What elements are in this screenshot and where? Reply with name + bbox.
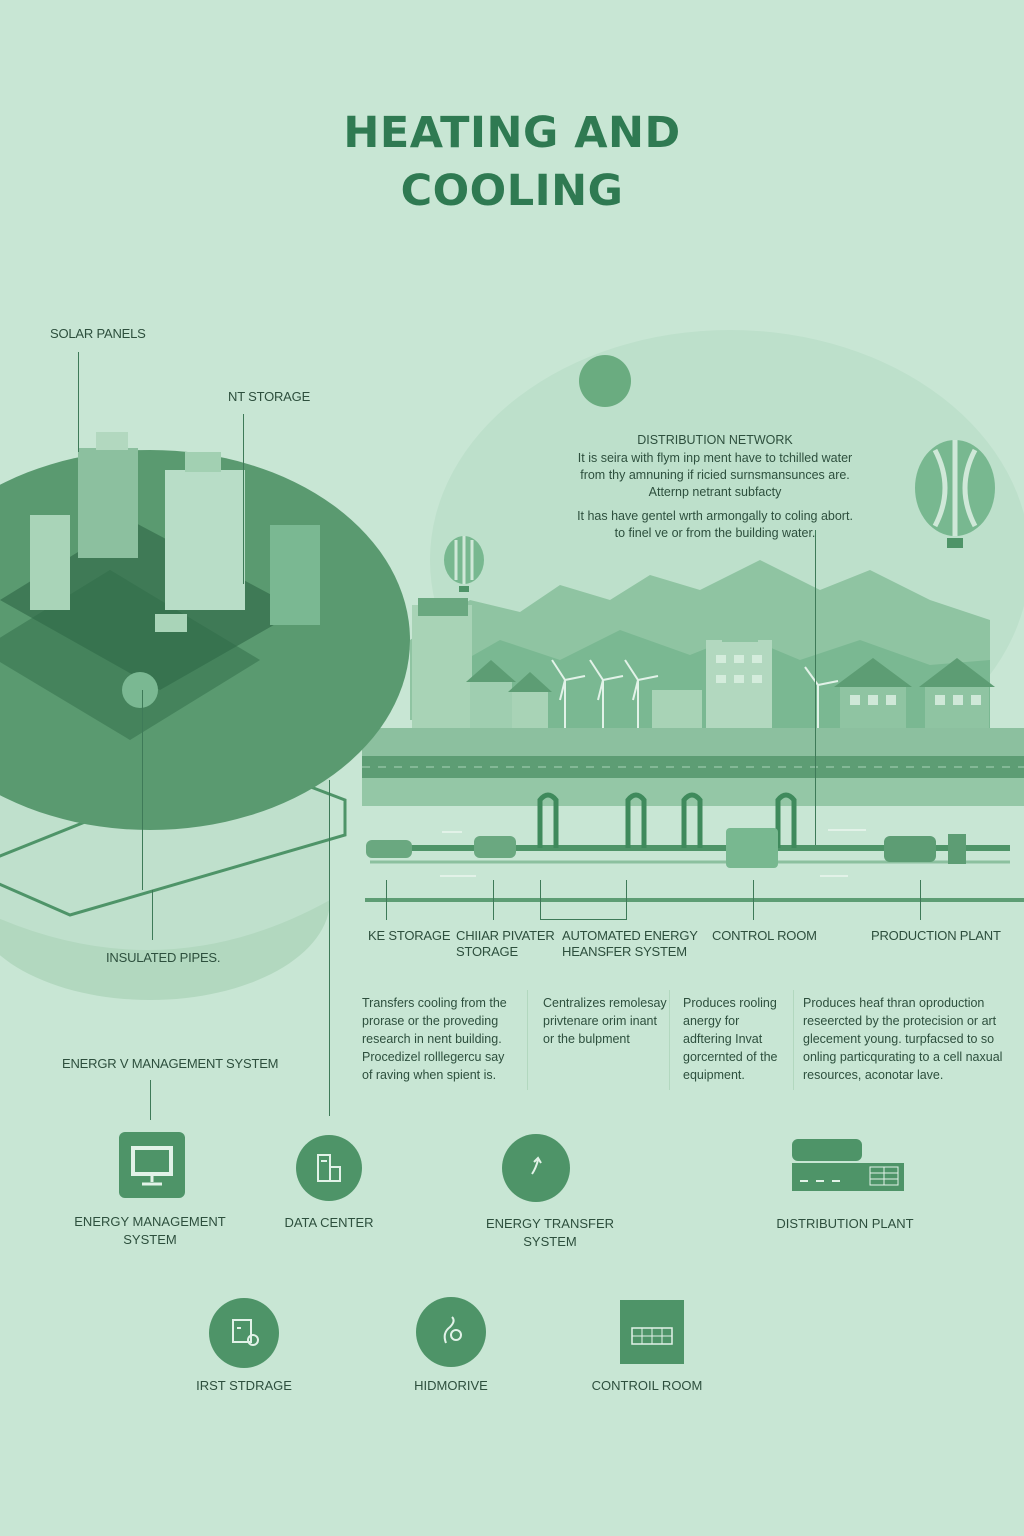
label-nt-storage: NT STORAGE (228, 389, 311, 404)
desc-4-line: glecement young. turpfacsed to so (803, 1032, 995, 1046)
description-col-2: Centralizes remolesay privtenare orim in… (543, 994, 667, 1048)
caption-irst-storage: IRST STDRAGE (196, 1378, 292, 1393)
desc-2-line: or the bulpment (543, 1032, 630, 1046)
page-title: HEATING AND COOLING (0, 104, 1024, 220)
label-control-room: CONTROL ROOM (712, 928, 817, 943)
label-solar-panels: SOLAR PANELS (50, 326, 146, 341)
leader-control-room (753, 880, 754, 920)
label-ke-storage: KE STORAGE (368, 928, 451, 943)
caption-controil-room: CONTROIL ROOM (591, 1378, 703, 1393)
caption-hidmorive: HIDMORIVE (414, 1378, 488, 1393)
leader-nt-storage (243, 414, 244, 584)
desc-3-line: gorcernted of the (683, 1050, 778, 1064)
leader-automated-1 (540, 880, 541, 920)
desc-3-line: adftering Invat (683, 1032, 763, 1046)
desc-1-line: of raving when spient is. (362, 1068, 497, 1082)
desc-3-line: anergy for (683, 1014, 740, 1028)
ground (362, 728, 1024, 756)
leader-chiller-storage (493, 880, 494, 920)
distribution-network-block: DISTRIBUTION NETWORK It is seira with fl… (540, 432, 890, 542)
desc-1-line: Procedizel rolllegercu say (362, 1050, 505, 1064)
leader-data-center (329, 780, 330, 1116)
dist-line-0: It is seira with flym inp ment have to t… (577, 451, 853, 465)
caption-data-center: DATA CENTER (284, 1215, 374, 1230)
description-col-3: Produces rooling anergy for adftering In… (683, 994, 778, 1084)
dist-line-3: It has have gentel wrth armongally to co… (577, 509, 853, 523)
server-icon (296, 1135, 362, 1201)
label-automated-energy-transfer: AUTOMATED ENERGY HEANSFER SYSTEM (562, 928, 698, 959)
hot-air-balloon-small (444, 536, 484, 592)
desc-1-line: research in nent building. (362, 1032, 502, 1046)
desc-1-line: Transfers cooling from the (362, 996, 507, 1010)
hot-air-balloon-large (915, 440, 995, 548)
leader-insulated-pipes-2 (152, 890, 153, 940)
monitor-icon (119, 1132, 185, 1198)
desc-3-line: Produces rooling (683, 996, 777, 1010)
leader-production-plant (920, 880, 921, 920)
leader-ke-storage (386, 880, 387, 920)
desc-4-line: Produces heaf thran oproduction (803, 996, 985, 1010)
storage-tank-icon (209, 1298, 279, 1368)
desc-4-line: reseercted by the protecision or art (803, 1014, 997, 1028)
road (362, 756, 1024, 778)
desc-2-line: privtenare orim inant (543, 1014, 657, 1028)
transfer-arrow-icon (502, 1134, 570, 1202)
description-col-4: Produces heaf thran oproduction reseerct… (803, 994, 1002, 1084)
wind-turbines (551, 659, 839, 730)
hydro-icon (416, 1297, 486, 1367)
sun (579, 355, 631, 407)
control-panel-icon (620, 1300, 684, 1364)
city-platform (0, 432, 410, 1000)
dist-line-4: to finel ve or from the building water. (614, 526, 816, 540)
label-insulated-pipes: INSULATED PIPES. (106, 950, 221, 965)
caption-energy-transfer-system: ENERGY TRANSFER SYSTEM (485, 1216, 615, 1249)
caption-distribution-plant: DISTRIBUTION PLANT (776, 1216, 914, 1231)
description-col-1: Transfers cooling from the prorase or th… (362, 994, 507, 1084)
label-production-plant: PRODUCTION PLANT (871, 928, 1001, 943)
leader-solar-panels (78, 352, 79, 452)
soil-layer (362, 778, 1024, 806)
caption-energy-management-system: ENERGY MANAGEMENT SYSTEM (74, 1214, 226, 1247)
desc-4-line: resources, aconotar lave. (803, 1068, 944, 1082)
pipe-network (365, 792, 1024, 902)
leader-automated-bar (540, 919, 626, 920)
divider-2 (669, 990, 670, 1090)
leader-automated-2 (626, 880, 627, 920)
label-chiller-water-storage: CHIIAR PIVATER STORAGE (456, 928, 555, 959)
leader-energy-mgmt (150, 1080, 151, 1120)
dist-line-2: Atternp netrant subfacty (648, 485, 782, 499)
desc-1-line: prorase or the proveding (362, 1014, 499, 1028)
label-energy-management-system: ENERGR V MANAGEMENT SYSTEM (62, 1056, 279, 1071)
distribution-network-heading: DISTRIBUTION NETWORK (637, 433, 793, 447)
town (412, 598, 995, 730)
factory-icon (790, 1137, 904, 1193)
leader-insulated-pipes-1 (142, 690, 143, 890)
leader-distribution-network (815, 530, 816, 845)
desc-2-line: Centralizes remolesay (543, 996, 667, 1010)
title-line-1: HEATING AND (343, 108, 681, 158)
desc-4-line: onling particqurating to a cell naxual (803, 1050, 1003, 1064)
desc-3-line: equipment. (683, 1068, 745, 1082)
dist-line-1: from thy amnuning if ricied surnsmansunc… (580, 468, 850, 482)
divider-1 (527, 990, 528, 1090)
title-line-2: COOLING (400, 166, 624, 216)
divider-3 (793, 990, 794, 1090)
